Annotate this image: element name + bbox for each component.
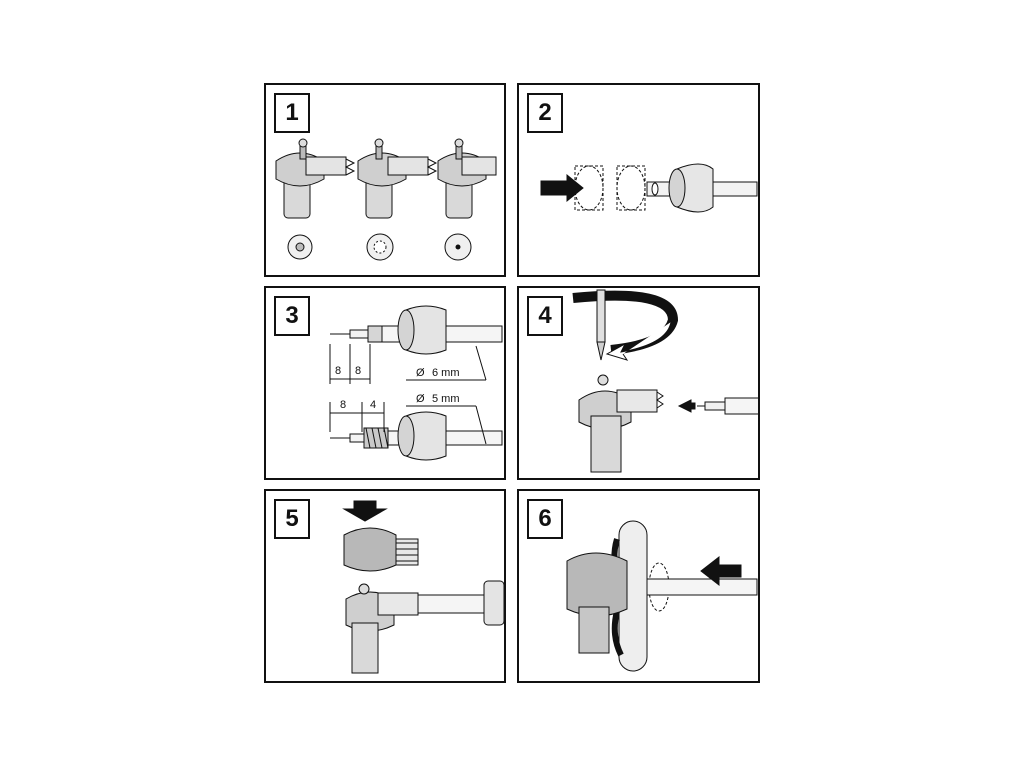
step-number: 6 <box>527 499 563 539</box>
union-nut-bottom <box>405 411 447 461</box>
connector-variant-c <box>437 138 497 219</box>
step-panel-6: 6 <box>517 489 760 683</box>
diameter-value-bottom: 5 mm <box>432 393 460 405</box>
step-panel-1: 1 <box>264 83 506 277</box>
step-number: 3 <box>274 296 310 336</box>
connector-variants-illustration <box>275 138 497 261</box>
down-arrow <box>342 500 388 522</box>
cover-assembly-illustration <box>342 500 504 674</box>
cable-stripping-illustration: 8 8 Ø 6 mm 8 4 Ø 5 mm <box>329 305 503 461</box>
sleeve-insertion-illustration <box>540 163 758 213</box>
step-number: 1 <box>274 93 310 133</box>
dim-label-c: 8 <box>340 399 346 411</box>
dim-label-b: 8 <box>355 365 361 377</box>
screw-tightening-illustration <box>572 289 758 473</box>
connector-variant-b <box>357 138 438 219</box>
union-nut-top <box>405 305 447 355</box>
connector-variant-a <box>275 138 356 219</box>
pull-arrow <box>700 555 742 587</box>
diameter-symbol-top: Ø <box>416 367 425 379</box>
dim-label-d: 4 <box>370 399 376 411</box>
diameter-value-top: 6 mm <box>432 367 460 379</box>
cable <box>646 578 758 596</box>
step-panel-2: 2 <box>517 83 760 277</box>
cover-cap <box>343 527 397 572</box>
step-number: 4 <box>527 296 563 336</box>
sleeve-ghost-2 <box>616 165 646 211</box>
step-panel-3: 3 <box>264 286 506 480</box>
final-tightening-illustration <box>566 520 758 672</box>
step-number: 5 <box>274 499 310 539</box>
cable <box>417 594 489 614</box>
union-nut <box>676 163 714 213</box>
dim-label-a: 8 <box>335 365 341 377</box>
step-panel-4: 4 <box>517 286 760 480</box>
screwdriver <box>596 289 606 343</box>
prepared-cable <box>724 397 758 415</box>
step-panel-5: 5 <box>264 489 506 683</box>
rotation-arrow-bottom <box>611 610 624 657</box>
diameter-symbol-bottom: Ø <box>416 393 425 405</box>
clamp-screw <box>597 374 609 386</box>
rotation-arrow-light <box>605 321 672 361</box>
rotation-arrow-dark <box>572 290 679 355</box>
step-number: 2 <box>527 93 563 133</box>
